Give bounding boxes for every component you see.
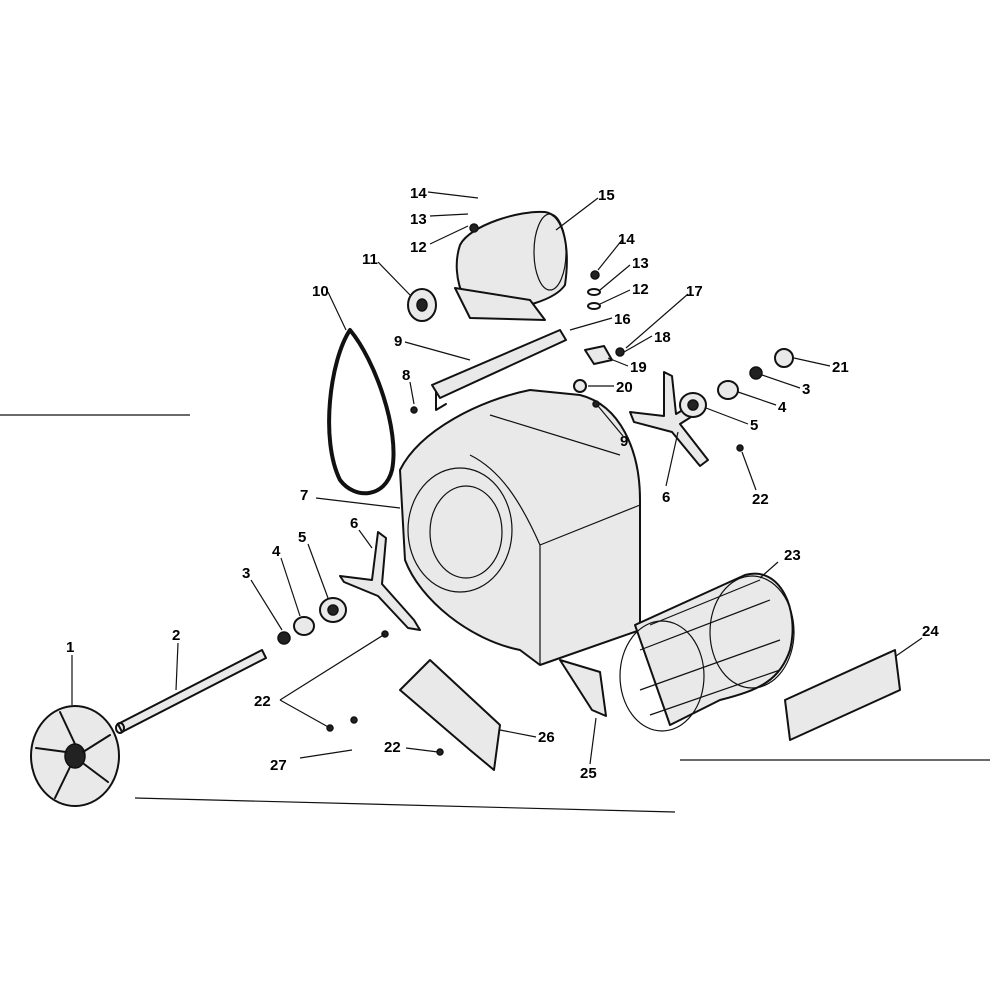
shaft-part [115, 649, 267, 734]
callout-18: 18 [654, 329, 671, 346]
callout-17: 17 [686, 283, 703, 300]
callout-22b: 22 [254, 693, 271, 710]
right-hardware-stack [573, 270, 625, 408]
callout-20: 20 [616, 379, 633, 396]
callout-6: 6 [350, 515, 358, 532]
callout-7: 7 [300, 487, 308, 504]
cutoff-plate-part [784, 649, 901, 741]
left-bearing-hardware [277, 597, 347, 645]
screw-8-part [410, 406, 418, 414]
callout-4: 4 [272, 543, 281, 560]
callout-22a: 22 [752, 491, 769, 508]
callout-14: 14 [410, 185, 427, 202]
callout-13b: 13 [632, 255, 649, 272]
callout-22c: 22 [384, 739, 401, 756]
callout-8: 8 [402, 367, 410, 384]
scan-border-lines [0, 414, 990, 813]
motor-part [454, 210, 568, 321]
callout-5: 5 [298, 529, 306, 546]
callout-21: 21 [832, 359, 849, 376]
callout-9b: 9 [620, 433, 628, 450]
callout-12b: 12 [632, 281, 649, 298]
callout-4b: 4 [778, 399, 787, 416]
callout-12: 12 [410, 239, 427, 256]
callout-14b: 14 [618, 231, 635, 248]
callout-15: 15 [598, 187, 615, 204]
callout-13: 13 [410, 211, 427, 228]
motor-mount-bar [431, 329, 567, 411]
callout-16: 16 [614, 311, 631, 328]
callout-2: 2 [172, 627, 180, 644]
drive-belt-part [327, 328, 396, 496]
blower-wheel-part [619, 572, 795, 732]
callout-23: 23 [784, 547, 801, 564]
support-leg-25 [559, 659, 607, 717]
callout-5b: 5 [750, 417, 758, 434]
left-bearing-bracket [339, 531, 421, 631]
pulley-wheel-part [30, 705, 120, 807]
blower-housing-part [399, 389, 641, 666]
callout-10: 10 [312, 283, 329, 300]
leader-lines [71, 191, 923, 765]
callout-26: 26 [538, 729, 555, 746]
callout-9: 9 [394, 333, 402, 350]
right-bearing-bracket [629, 371, 709, 467]
callout-24: 24 [922, 623, 939, 640]
callout-1: 1 [66, 639, 74, 656]
callout-3: 3 [242, 565, 250, 582]
support-leg-26 [399, 659, 501, 771]
callout-labels: 1 2 3 4 5 6 7 8 9 9 10 11 12 12 13 13 14… [66, 185, 939, 782]
callout-27: 27 [270, 757, 287, 774]
motor-pulley-part [407, 288, 437, 322]
callout-11: 11 [362, 251, 378, 268]
callout-3b: 3 [802, 381, 810, 398]
callout-19: 19 [630, 359, 647, 376]
callout-25: 25 [580, 765, 597, 782]
callout-6b: 6 [662, 489, 670, 506]
right-bearing-hardware [679, 348, 794, 418]
